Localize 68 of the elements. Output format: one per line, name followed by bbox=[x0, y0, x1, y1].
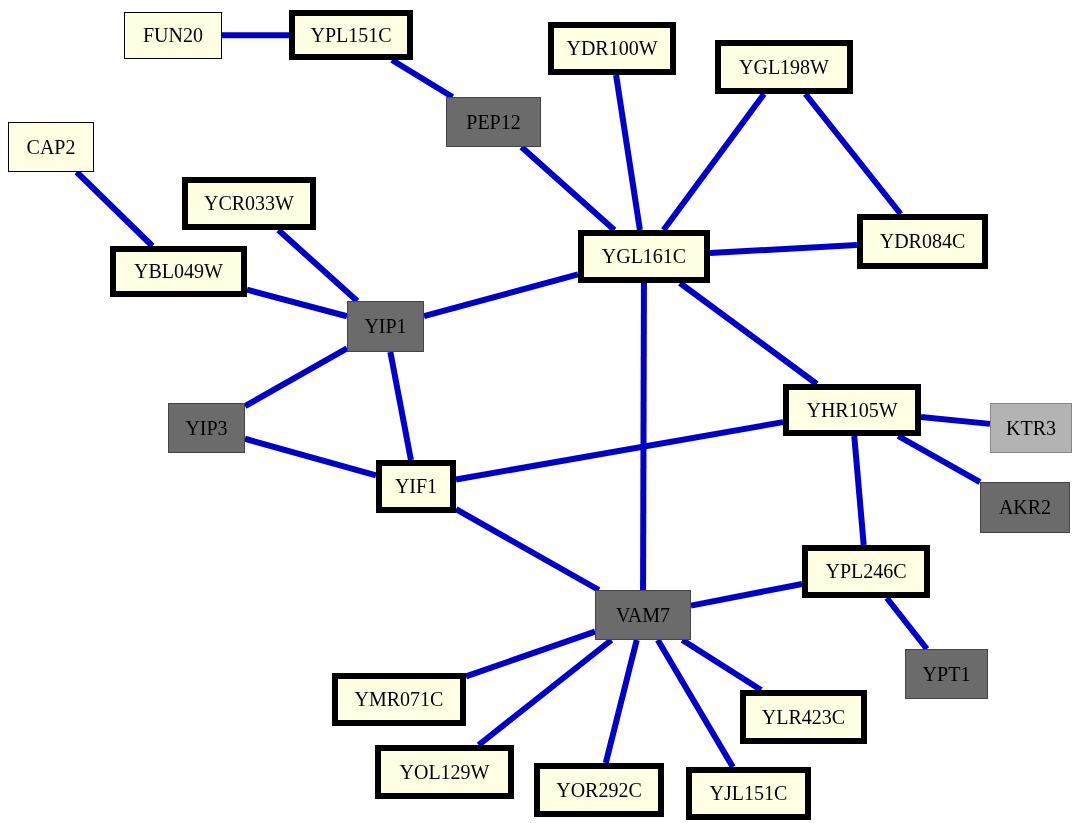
gene-box bbox=[289, 10, 413, 60]
gene-box bbox=[905, 649, 988, 699]
gene-label: YOL129W bbox=[399, 760, 490, 784]
gene-box bbox=[783, 384, 921, 436]
interaction-line bbox=[454, 506, 601, 593]
gene-box bbox=[534, 763, 664, 817]
interaction-line bbox=[455, 419, 784, 483]
interaction-line bbox=[222, 32, 289, 39]
interaction-line bbox=[244, 435, 377, 479]
gene-box bbox=[802, 545, 930, 598]
interaction-line bbox=[387, 351, 414, 461]
interaction-line bbox=[640, 283, 647, 590]
interaction-line bbox=[655, 638, 736, 769]
gene-box bbox=[446, 97, 541, 147]
interaction-line bbox=[246, 286, 348, 320]
interaction-line bbox=[602, 639, 640, 764]
gene-label: YGL161C bbox=[601, 245, 687, 268]
gene-label: YHR105W bbox=[806, 398, 898, 422]
gene-label: YBL049W bbox=[134, 260, 223, 283]
gene-box bbox=[376, 460, 456, 513]
gene-box bbox=[168, 403, 245, 453]
gene-label: FUN20 bbox=[143, 24, 203, 47]
interaction-line bbox=[920, 413, 991, 427]
gene-label: YIP3 bbox=[185, 416, 228, 440]
gene-label: YIF1 bbox=[394, 475, 438, 498]
interaction-line bbox=[709, 242, 858, 256]
gene-label: YIP1 bbox=[364, 315, 407, 338]
interaction-line bbox=[243, 345, 349, 409]
interaction-line bbox=[690, 581, 803, 609]
gene-label: PEP12 bbox=[466, 110, 521, 134]
gene-label: YMR071C bbox=[354, 688, 444, 711]
gene-label: YPT1 bbox=[922, 662, 971, 686]
gene-label: YPL151C bbox=[310, 23, 392, 47]
gene-box bbox=[980, 482, 1070, 533]
interaction-line bbox=[661, 92, 767, 232]
gene-label: YDR100W bbox=[566, 37, 658, 60]
gene-box bbox=[347, 301, 424, 352]
interaction-line bbox=[423, 271, 579, 319]
interaction-line bbox=[803, 92, 904, 216]
gene-label: CAP2 bbox=[26, 135, 76, 159]
gene-box bbox=[548, 22, 676, 75]
gene-label: YCR033W bbox=[204, 192, 294, 215]
gene-box bbox=[332, 673, 466, 726]
interaction-line bbox=[851, 435, 867, 546]
gene-label: AKR2 bbox=[998, 496, 1052, 519]
gene-label: KTR3 bbox=[1006, 416, 1056, 440]
gene-box bbox=[124, 12, 222, 59]
gene-box bbox=[375, 745, 514, 799]
interaction-line bbox=[884, 596, 930, 651]
gene-box bbox=[578, 230, 710, 283]
gene-label: VAM7 bbox=[615, 603, 671, 627]
gene-label: YDR084C bbox=[879, 230, 966, 253]
gene-box bbox=[857, 214, 988, 269]
gene-box bbox=[182, 177, 316, 230]
gene-box bbox=[740, 690, 867, 744]
interaction-line bbox=[465, 628, 596, 680]
gene-box bbox=[595, 590, 691, 640]
gene-label: YPL246C bbox=[825, 560, 907, 583]
interaction-line bbox=[613, 74, 643, 231]
gene-label: YGL198W bbox=[739, 55, 829, 79]
gene-box bbox=[110, 246, 247, 297]
gene-box bbox=[990, 403, 1072, 453]
gene-box bbox=[715, 40, 853, 94]
gene-label: YOR292C bbox=[556, 778, 642, 802]
gene-box bbox=[686, 767, 811, 820]
gene-label: YLR423C bbox=[761, 705, 846, 729]
gene-label: YJL151C bbox=[709, 782, 788, 805]
gene-box bbox=[8, 122, 94, 172]
